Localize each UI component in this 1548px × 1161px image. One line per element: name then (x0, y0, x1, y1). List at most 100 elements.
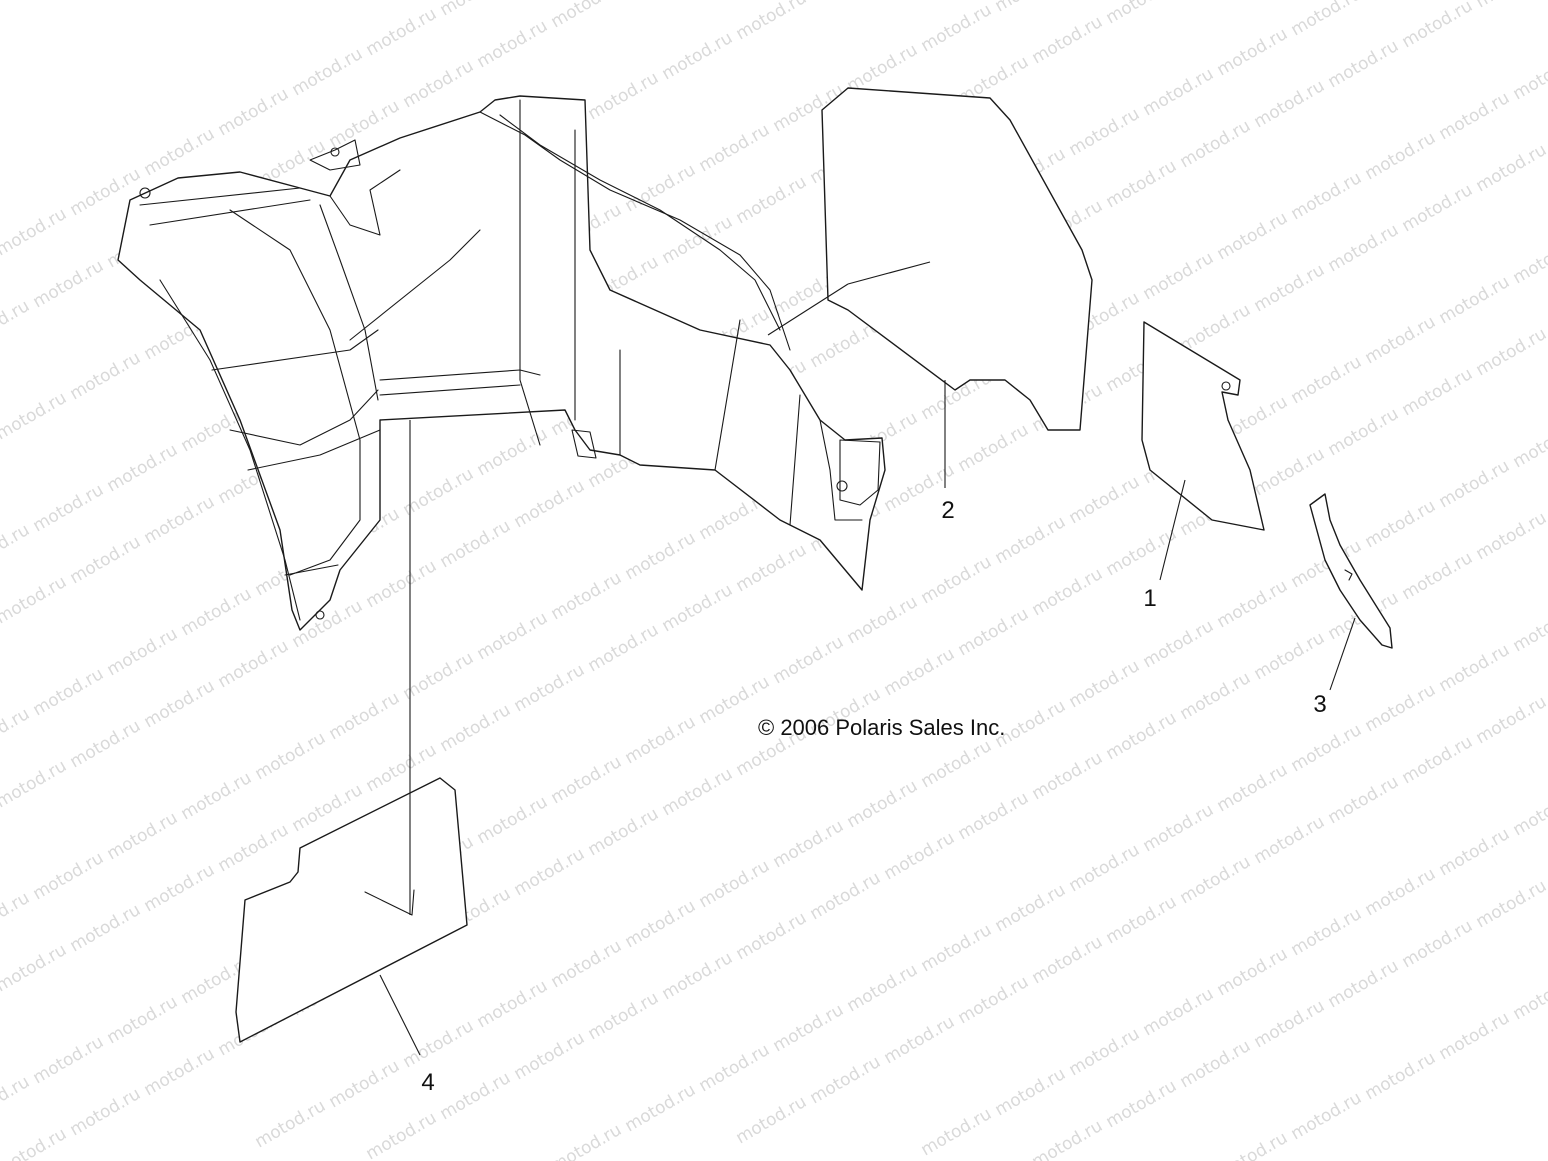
watermark-text: motod.ru (1066, 104, 1144, 160)
watermark-text: motod.ru (918, 1104, 996, 1160)
watermark-text: motod.ru (1251, 628, 1329, 684)
watermark-text: motod.ru (1251, 996, 1329, 1052)
watermark-text: motod.ru (1510, 48, 1548, 104)
watermark-text: motod.ru (400, 464, 478, 520)
watermark-text: motod.ru (733, 908, 811, 964)
part-2-pad (767, 87, 1093, 431)
watermark-text: motod.ru (696, 1040, 774, 1096)
watermark-text: motod.ru (992, 880, 1070, 936)
watermark-text: motod.ru (30, 848, 108, 904)
watermark-text: motod.ru (30, 480, 108, 536)
watermark-text: motod.ru (1177, 668, 1255, 724)
watermark-text: motod.ru (104, 624, 182, 680)
watermark-text: motod.ru (326, 688, 404, 744)
watermark-text: motod.ru (1177, 852, 1255, 908)
watermark-text: motod.ru (1399, 548, 1477, 604)
watermark-text: motod.ru (918, 0, 996, 56)
watermark-text: motod.ru (0, 520, 33, 576)
watermark-text: motod.ru (1473, 0, 1548, 12)
watermark-text: motod.ru (141, 492, 219, 548)
watermark-text: motod.ru (659, 212, 737, 268)
watermark-text: motod.ru (1325, 36, 1403, 92)
watermark-text: motod.ru (1399, 180, 1477, 236)
watermark-text: motod.ru (659, 764, 737, 820)
watermark-text: motod.ru (696, 120, 774, 176)
watermark-text: motod.ru (659, 948, 737, 1004)
watermark-text: motod.ru (1510, 416, 1548, 472)
watermark-text: motod.ru (955, 420, 1033, 476)
watermark-text: motod.ru (1251, 76, 1329, 132)
copyright-text: © 2006 Polaris Sales Inc. (758, 715, 1005, 740)
watermark-text: motod.ru (1399, 364, 1477, 420)
watermark-text: motod.ru (1288, 0, 1366, 40)
watermark-text: motod.ru (1140, 800, 1218, 856)
watermark-text: motod.ru (1436, 640, 1514, 696)
watermark-text: motod.ru (474, 976, 552, 1032)
watermark-text: motod.ru (0, 756, 70, 812)
watermark-text: motod.ru (1103, 156, 1181, 212)
watermark-text: motod.ru (67, 1084, 145, 1140)
watermark-text: motod.ru (0, 388, 70, 444)
watermark-text: motod.ru (1066, 1024, 1144, 1080)
watermark-text: motod.ru (622, 528, 700, 584)
watermark-text: motod.ru (1436, 456, 1514, 512)
watermark-text: motod.ru (67, 716, 145, 772)
watermark-text: motod.ru (511, 660, 589, 716)
watermark-text: motod.ru (1473, 324, 1548, 380)
watermark-text: motod.ru (1251, 812, 1329, 868)
watermark-text: motod.ru (992, 1064, 1070, 1120)
part-1-pad (1141, 321, 1265, 531)
watermark-text: motod.ru (252, 1096, 330, 1152)
watermark-text: motod.ru (1399, 0, 1477, 52)
watermark-text: motod.ru (1362, 864, 1440, 920)
watermark-text: motod.ru (1473, 692, 1548, 748)
watermark-text: motod.ru (1288, 904, 1366, 960)
watermark-text: motod.ru (548, 1120, 626, 1161)
watermark-text: motod.ru (1140, 248, 1218, 304)
watermark-text: motod.ru (178, 768, 256, 824)
callout-4: 4 (421, 1069, 434, 1096)
watermark-text: motod.ru (844, 776, 922, 832)
watermark-text: motod.ru (1029, 748, 1107, 804)
watermark-text: motod.ru (807, 1052, 885, 1108)
callout-2: 2 (941, 497, 954, 524)
watermark-text: motod.ru (437, 516, 515, 572)
watermark-text: motod.ru (622, 712, 700, 768)
watermark-text: motod.ru (1029, 1116, 1107, 1161)
watermark-text: motod.ru (1066, 472, 1144, 528)
watermark-text: motod.ru (1436, 824, 1514, 880)
watermark-text: motod.ru (1214, 944, 1292, 1000)
watermark-text: motod.ru (548, 568, 626, 624)
watermark-text: motod.ru (1362, 496, 1440, 552)
watermark-text: motod.ru (1103, 1076, 1181, 1132)
watermark-text: motod.ru (1103, 708, 1181, 764)
watermark-text: motod.ru (770, 632, 848, 688)
watermark-text: motod.ru (252, 728, 330, 784)
watermark-text: motod.ru (918, 736, 996, 792)
watermark-text: motod.ru (733, 540, 811, 596)
watermark-text: motod.ru (215, 636, 293, 692)
watermark-text: motod.ru (1251, 260, 1329, 316)
watermark-text: motod.ru (881, 1012, 959, 1068)
watermark-text: motod.ru (0, 704, 33, 760)
watermark-text: motod.ru (215, 820, 293, 876)
watermark-text: motod.ru (1510, 968, 1548, 1024)
watermark-text: motod.ru (844, 592, 922, 648)
inner-fender-panel (117, 95, 886, 631)
watermark-text: motod.ru (141, 860, 219, 916)
watermark-text: motod.ru (474, 608, 552, 664)
watermark-text: motod.ru (955, 788, 1033, 844)
watermark-text: motod.ru (30, 1032, 108, 1088)
watermark-text: motod.ru (1214, 24, 1292, 80)
watermark-text: motod.ru (585, 804, 663, 860)
callout-3: 3 (1313, 691, 1326, 718)
watermark-text: motod.ru (0, 940, 70, 996)
watermark-text: motod.ru (437, 700, 515, 756)
watermark-text: motod.ru (0, 1124, 70, 1161)
watermark-text: motod.ru (1325, 772, 1403, 828)
watermark-text: motod.ru (1214, 208, 1292, 264)
watermark-text: motod.ru (30, 256, 108, 312)
watermark-text: motod.ru (1066, 840, 1144, 896)
watermark-text: motod.ru (622, 896, 700, 952)
